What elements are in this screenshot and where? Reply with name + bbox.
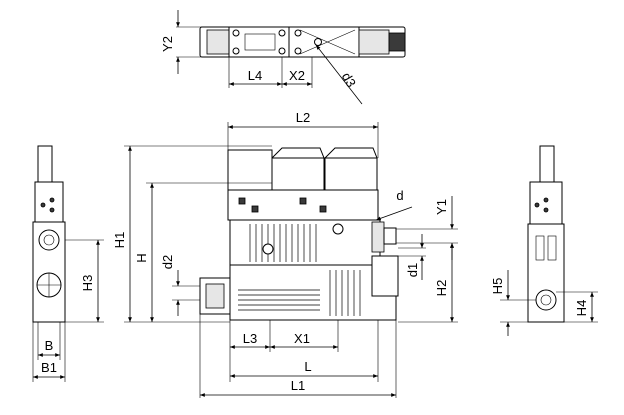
label-B1: B1 (41, 360, 57, 375)
label-L2: L2 (296, 110, 310, 125)
label-d1: d1 (405, 263, 420, 277)
label-d: d (396, 188, 403, 203)
label-d3: d3 (339, 70, 359, 90)
label-H1: H1 (112, 232, 127, 249)
label-L: L (304, 359, 311, 374)
right-side-view (500, 145, 598, 336)
label-Y1: Y1 (434, 199, 449, 215)
label-d2: d2 (160, 255, 175, 269)
label-H: H (134, 253, 149, 262)
label-Y2: Y2 (160, 36, 175, 52)
left-side-view (32, 145, 104, 382)
label-H2: H2 (434, 280, 449, 297)
label-L3: L3 (243, 331, 257, 346)
label-B: B (45, 338, 54, 353)
label-H5: H5 (490, 278, 505, 295)
label-L1: L1 (291, 378, 305, 393)
label-X2: X2 (289, 68, 305, 83)
label-H4: H4 (574, 300, 589, 317)
top-view (176, 10, 406, 105)
label-X1: X1 (294, 331, 310, 346)
label-L4: L4 (248, 68, 262, 83)
label-H3: H3 (80, 275, 95, 292)
front-view (124, 122, 458, 398)
